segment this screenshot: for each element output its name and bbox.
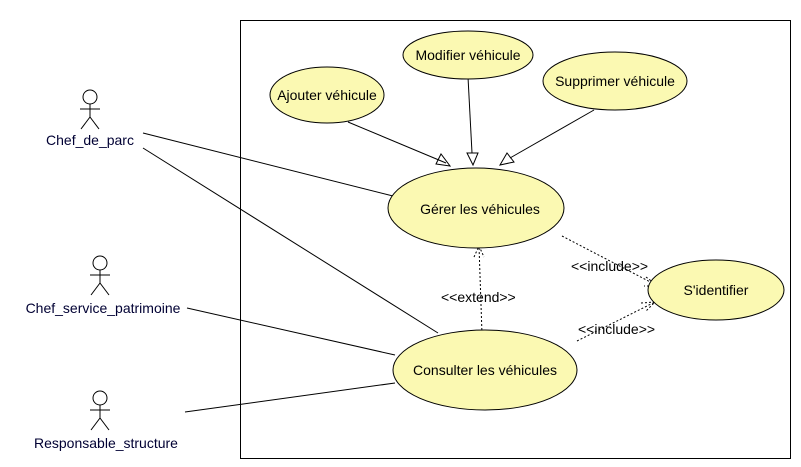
actor-responsable-structure[interactable]: Responsable_structure [34,390,178,451]
use-case-gerer-label: Gérer les véhicules [420,201,540,217]
association-responsable-consulter [184,382,396,413]
include-label-2: <<include>> [578,321,655,337]
include-consulter-identifier [576,301,657,342]
generalization-supprimer-gerer [498,109,595,166]
use-case-modifier[interactable]: Modifier véhicule [402,30,534,80]
use-case-modifier-label: Modifier véhicule [415,47,520,63]
actor-chef-service-patrimoine-label: Chef_service_patrimoine [26,300,181,316]
use-case-consulter[interactable]: Consulter les véhicules [392,329,578,411]
actor-chef-service-patrimoine[interactable]: Chef_service_patrimoine [26,255,181,316]
use-case-identifier-label: S'identifier [684,282,749,298]
use-case-identifier[interactable]: S'identifier [647,259,785,321]
association-chef-parc-gerer [142,132,394,197]
stick-figure-icon [90,255,110,296]
actor-responsable-structure-label: Responsable_structure [34,435,178,451]
generalization-ajouter-gerer [347,121,452,167]
actor-chef-de-parc[interactable]: Chef_de_parc [46,89,134,148]
use-case-supprimer-label: Supprimer véhicule [555,73,675,89]
stick-figure-icon [90,390,110,431]
stick-figure-icon [80,89,100,130]
use-case-ajouter[interactable]: Ajouter véhicule [269,66,385,124]
use-case-consulter-label: Consulter les véhicules [413,362,557,378]
actor-chef-de-parc-label: Chef_de_parc [46,132,134,148]
generalization-modifier-gerer [466,76,479,167]
use-case-supprimer[interactable]: Supprimer véhicule [542,51,688,111]
include-label-1: <<include>> [571,258,648,274]
use-case-ajouter-label: Ajouter véhicule [277,87,377,103]
extend-label: <<extend>> [441,289,516,305]
use-case-gerer[interactable]: Gérer les véhicules [387,167,565,249]
association-chef-parc-consulter [142,147,439,334]
association-chef-service-consulter [186,307,396,356]
